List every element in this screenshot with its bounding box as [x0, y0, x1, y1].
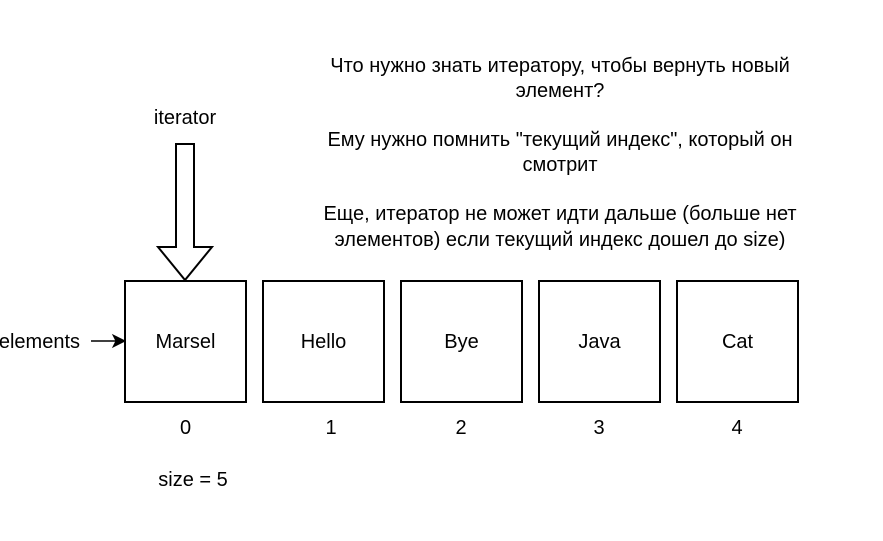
- array-cell-box: [262, 280, 385, 403]
- explanation-note: Что нужно знать итератору, чтобы вернуть…: [323, 55, 796, 251]
- array-index-label: 1: [325, 417, 336, 439]
- array-cell-value: Hello: [301, 331, 347, 353]
- note-line-1: Что нужно знать итератору, чтобы вернуть…: [330, 55, 790, 77]
- elements-label: elements: [0, 331, 80, 353]
- array-cell-value: Bye: [444, 331, 478, 353]
- array-cell-1: Hello 1: [262, 280, 385, 439]
- array-index-label: 0: [180, 417, 191, 439]
- array-cell-3: Java 3: [538, 280, 661, 439]
- size-label: size = 5: [158, 469, 227, 491]
- array-cell-box: [538, 280, 661, 403]
- note-line-2: элемент?: [516, 80, 605, 102]
- note-line-3: Ему нужно помнить "текущий индекс", кото…: [327, 129, 792, 151]
- array-cell-2: Bye 2: [400, 280, 523, 439]
- array-cell-box: [676, 280, 799, 403]
- array-index-label: 4: [731, 417, 742, 439]
- iterator-arrow: [155, 143, 215, 282]
- array-index-label: 3: [593, 417, 604, 439]
- array-cell-value: Marsel: [155, 331, 215, 353]
- note-line-5: Еще, итератор не может идти дальше (боль…: [323, 203, 796, 225]
- iterator-label: iterator: [154, 107, 217, 129]
- array-cell-value: Cat: [722, 331, 754, 353]
- array-cell-box: [400, 280, 523, 403]
- array-cell-0: Marsel 0: [124, 280, 247, 439]
- array-index-label: 2: [455, 417, 466, 439]
- note-line-4: смотрит: [522, 154, 597, 176]
- note-line-6: элементов) если текущий индекс дошел до …: [335, 229, 786, 251]
- array-cell-box: [124, 280, 247, 403]
- array-cell-value: Java: [578, 331, 621, 353]
- array-cell-4: Cat 4: [676, 280, 799, 439]
- elements-arrow-head: [111, 333, 127, 349]
